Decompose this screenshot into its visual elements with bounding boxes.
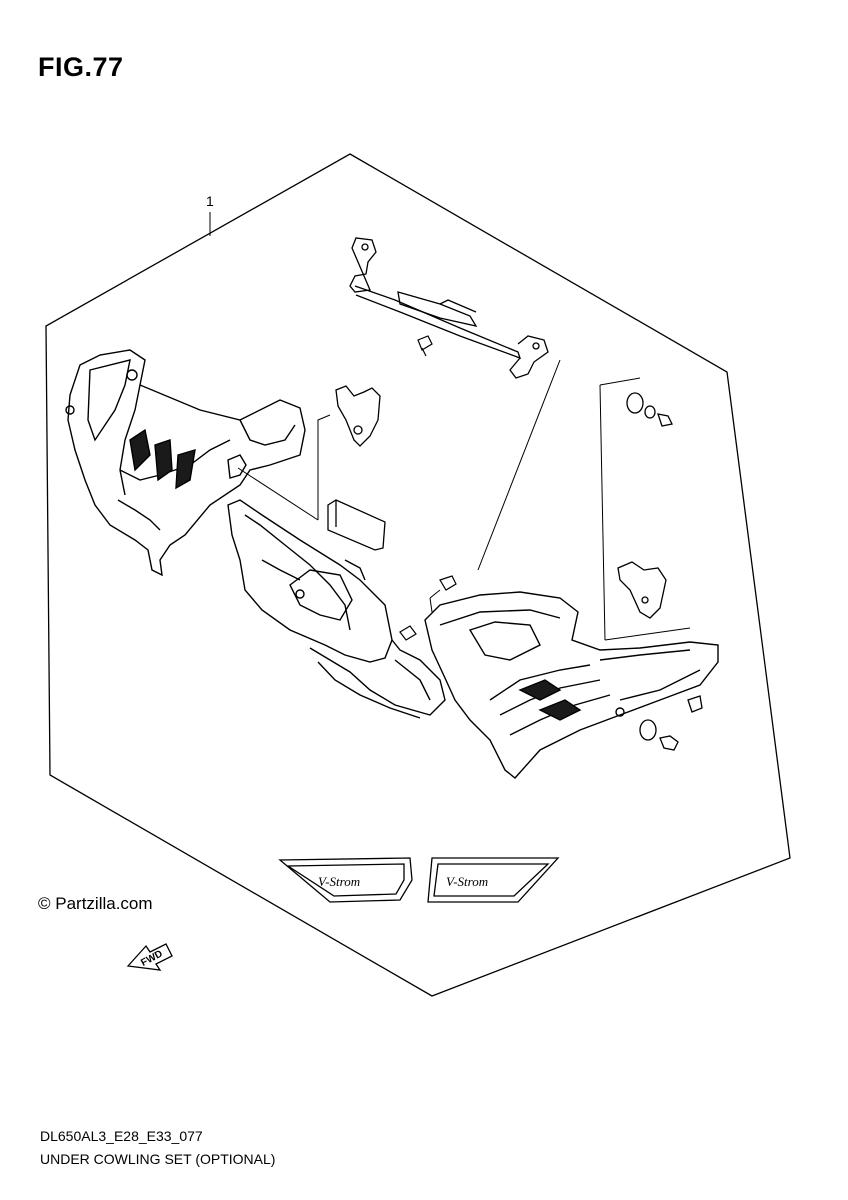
center-cowling-piece <box>227 499 446 719</box>
left-cowling-panel <box>65 349 306 577</box>
kit-boundary <box>45 153 791 997</box>
top-grommet-bolt <box>626 392 673 427</box>
bottom-grommet-bolt <box>639 695 703 751</box>
svg-text:V-Strom: V-Strom <box>446 874 488 889</box>
diagram-code: DL650AL3_E28_E33_077 <box>40 1128 203 1144</box>
callout-number: 1 <box>206 193 214 209</box>
stay-bolt <box>417 335 433 357</box>
watermark: © Partzilla.com <box>38 894 153 913</box>
spacer-pad <box>327 499 386 551</box>
svg-text:FWD: FWD <box>139 948 164 968</box>
upper-stay-bracket <box>349 237 549 379</box>
center-screws <box>399 575 457 641</box>
hook-bracket <box>335 385 381 447</box>
fwd-arrow-icon: FWD <box>126 943 173 971</box>
right-hook-bracket <box>617 561 667 619</box>
svg-text:V-Strom: V-Strom <box>318 874 360 889</box>
decal-left: V-Strom <box>278 857 413 903</box>
right-cowling-piece <box>424 591 719 779</box>
figure-caption: UNDER COWLING SET (OPTIONAL) <box>40 1151 276 1167</box>
fig-title: FIG.77 <box>38 52 124 82</box>
decal-right: V-Strom <box>427 857 560 903</box>
leader-lines <box>237 359 691 641</box>
